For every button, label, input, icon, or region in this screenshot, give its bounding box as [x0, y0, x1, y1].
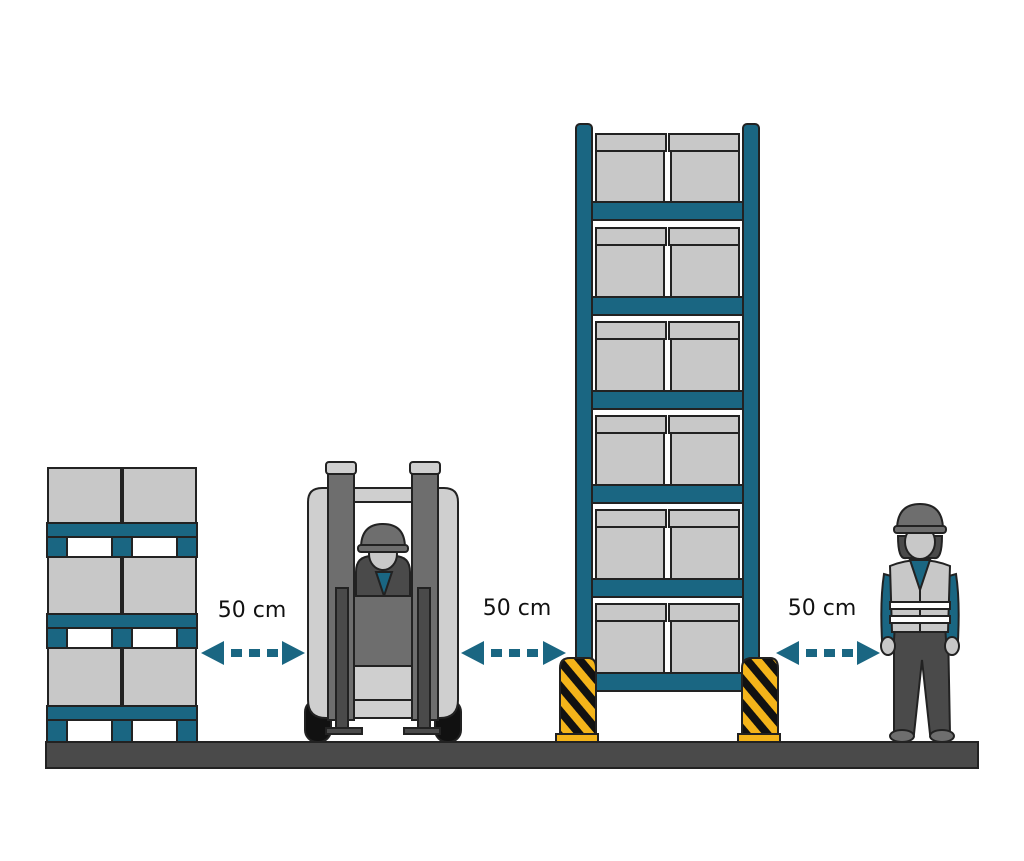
forklift-icon: [304, 461, 462, 743]
double-arrow-icon: [201, 641, 305, 665]
double-arrow-icon: [461, 641, 566, 665]
rack-guard-icon: [555, 657, 781, 743]
pallet-stack-icon: [46, 467, 198, 743]
worker-icon: [880, 502, 960, 743]
clearance-label-pallet-forklift: 50 cm: [218, 598, 287, 623]
floor: [45, 741, 979, 769]
driver-icon: [355, 522, 411, 600]
pallet-rack-icon: [575, 123, 760, 721]
clearance-label-forklift-rack: 50 cm: [483, 596, 552, 621]
double-arrow-icon: [776, 641, 880, 665]
clearance-label-rack-worker: 50 cm: [788, 596, 857, 621]
